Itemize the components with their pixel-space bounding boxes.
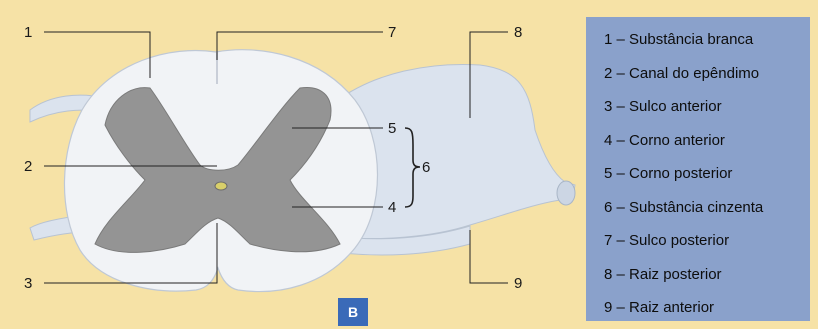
label-8: 8 — [514, 24, 522, 41]
label-3: 3 — [24, 275, 32, 292]
nerve-cut-end — [557, 181, 575, 205]
legend-item: 6 – Substância cinzenta — [604, 191, 810, 225]
panel-badge: B — [338, 298, 368, 326]
label-7: 7 — [388, 24, 396, 41]
label-1: 1 — [24, 24, 32, 41]
label-9: 9 — [514, 275, 522, 292]
legend-item: 7 – Sulco posterior — [604, 224, 810, 258]
legend-item: 1 – Substância branca — [604, 23, 810, 57]
legend-item: 8 – Raiz posterior — [604, 258, 810, 292]
ependymal-canal — [215, 182, 227, 190]
legend-list: 1 – Substância branca 2 – Canal do epênd… — [604, 23, 810, 325]
legend-item: 5 – Corno posterior — [604, 157, 810, 191]
label-2: 2 — [24, 158, 32, 175]
legend-item: 4 – Corno anterior — [604, 124, 810, 158]
label-6: 6 — [422, 159, 430, 176]
legend-panel: 1 – Substância branca 2 – Canal do epênd… — [586, 17, 810, 321]
spinal-cord-cross-section-diagram: 1 2 3 4 5 6 7 8 9 — [0, 0, 580, 329]
label-5: 5 — [388, 120, 396, 137]
legend-item: 2 – Canal do epêndimo — [604, 57, 810, 91]
legend-item: 3 – Sulco anterior — [604, 90, 810, 124]
label-4: 4 — [388, 199, 396, 216]
legend-item: 9 – Raiz anterior — [604, 291, 810, 325]
